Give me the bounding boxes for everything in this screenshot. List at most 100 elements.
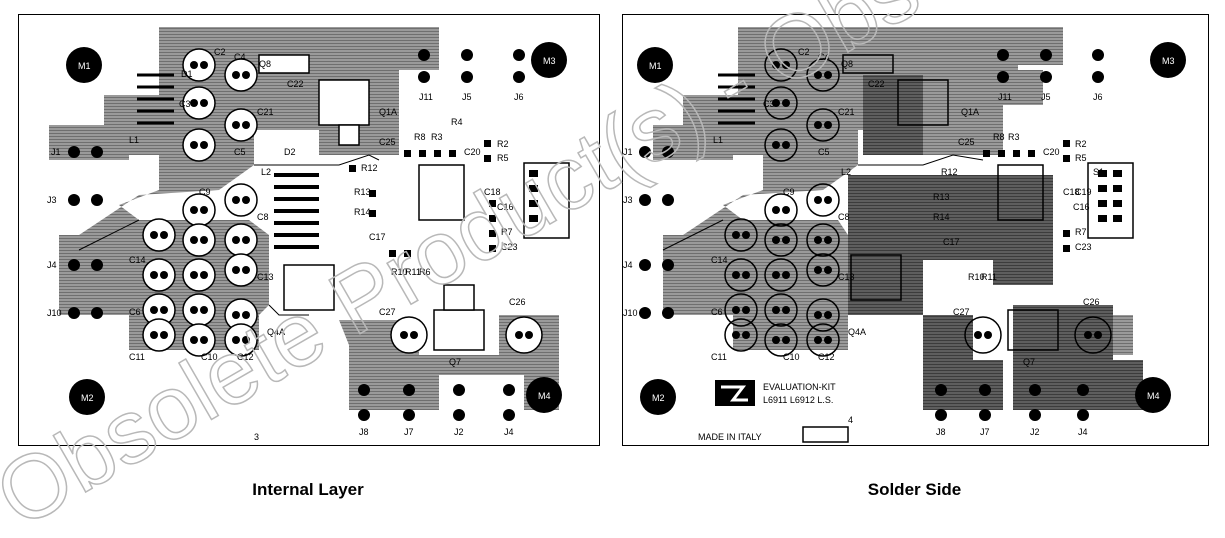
svg-text:C26: C26 [1083,297,1100,307]
connector-pads [639,49,1104,421]
svg-text:C12: C12 [818,352,835,362]
svg-text:M1: M1 [649,61,662,71]
svg-text:C23: C23 [1075,242,1092,252]
svg-text:J2: J2 [1030,427,1040,437]
svg-text:J4: J4 [504,427,514,437]
inductor-l2 [274,173,319,249]
svg-text:R4: R4 [451,117,463,127]
svg-text:L1: L1 [713,135,723,145]
svg-text:C17: C17 [369,232,386,242]
inductor-l1 [718,73,755,125]
svg-text:C18: C18 [484,187,501,197]
svg-text:C4: C4 [818,52,830,62]
svg-text:Q4A: Q4A [848,327,866,337]
svg-text:J4: J4 [47,260,57,270]
svg-text:R12: R12 [361,163,378,173]
svg-text:C12: C12 [237,352,254,362]
svg-text:R13: R13 [933,192,950,202]
svg-text:M2: M2 [652,393,665,403]
svg-text:R11: R11 [981,272,997,282]
svg-text:R2: R2 [1075,139,1087,149]
mount-hole-label: M1 [78,61,91,71]
svg-text:C4: C4 [234,52,246,62]
svg-text:R8: R8 [414,132,426,142]
capacitor-pads [150,61,533,344]
svg-text:C20: C20 [1043,147,1060,157]
component-labels: J1 J3 J4 J10 J11 J5 J6 J8 J7 J2 J4 C2 C3… [47,47,526,442]
svg-text:C8: C8 [257,212,269,222]
svg-text:R14: R14 [354,207,371,217]
svg-text:C3: C3 [179,99,191,109]
svg-text:C14: C14 [129,255,146,265]
svg-text:C22: C22 [868,79,885,89]
svg-text:C10: C10 [783,352,800,362]
svg-text:C20: C20 [464,147,481,157]
svg-text:Q7: Q7 [449,357,461,367]
svg-text:Q8: Q8 [841,59,853,69]
mount-hole-label: M2 [81,393,94,403]
svg-text:J2: J2 [454,427,464,437]
svg-text:C11: C11 [711,352,727,362]
svg-text:L2: L2 [261,167,271,177]
svg-text:R14: R14 [933,212,950,222]
mount-hole-label: M3 [543,56,556,66]
svg-text:Q1A: Q1A [961,107,979,117]
small-pads [983,140,1122,252]
svg-text:C17: C17 [943,237,960,247]
svg-text:C2: C2 [214,47,226,57]
svg-text:C19: C19 [1075,187,1092,197]
traces [662,154,984,251]
capacitor-footprints [142,48,543,357]
svg-text:C11: C11 [129,352,145,362]
svg-text:D2: D2 [284,147,296,157]
svg-text:MADE IN ITALY: MADE IN ITALY [698,432,762,442]
caption-internal-layer: Internal Layer [252,480,364,499]
svg-text:J4: J4 [1078,427,1088,437]
svg-text:Q4A: Q4A [267,327,285,337]
svg-text:C16: C16 [1073,202,1090,212]
svg-text:C9: C9 [199,187,211,197]
svg-text:J3: J3 [47,195,57,205]
svg-text:R12: R12 [941,167,958,177]
svg-text:J11: J11 [998,92,1012,102]
svg-text:R3: R3 [1008,132,1020,142]
svg-text:C13: C13 [838,272,855,282]
svg-text:R5: R5 [497,153,509,163]
svg-text:R10: R10 [968,272,985,282]
ic-outlines [258,54,570,351]
svg-text:Q1A: Q1A [379,107,397,117]
svg-text:C25: C25 [379,137,396,147]
svg-text:R11: R11 [405,267,421,277]
svg-text:C6: C6 [711,307,723,317]
svg-text:C2: C2 [798,47,810,57]
copper-pours [49,27,559,410]
svg-text:L2: L2 [841,167,851,177]
svg-text:J4: J4 [623,260,633,270]
svg-text:Q7: Q7 [1023,357,1035,367]
svg-text:4: 4 [848,415,853,425]
svg-text:C9: C9 [783,187,795,197]
svg-text:J6: J6 [1093,92,1103,102]
svg-text:C14: C14 [711,255,728,265]
svg-text:C3: C3 [763,99,775,109]
svg-text:J6: J6 [514,92,524,102]
silkscreen-text: EVALUATION-KIT L6911 L6912 L.S. MADE IN … [698,382,836,442]
svg-text:C26: C26 [509,297,526,307]
svg-text:J11: J11 [419,92,433,102]
solder-side-pcb: M1 M2 M3 M4 [623,27,1186,443]
svg-text:L1: L1 [129,135,139,145]
svg-text:C8: C8 [838,212,850,222]
svg-text:R8: R8 [993,132,1005,142]
solder-side-panel: M1 M2 M3 M4 [622,14,1209,446]
svg-text:R2: R2 [497,139,509,149]
svg-text:R5: R5 [1075,153,1087,163]
svg-text:J3: J3 [623,195,633,205]
internal-layer-panel: M1 M2 M3 M4 [18,14,600,446]
svg-text:J1: J1 [623,147,633,157]
svg-text:C25: C25 [958,137,975,147]
svg-text:C10: C10 [201,352,218,362]
caption-solder-side: Solder Side [867,480,962,499]
capacitor-footprints [724,48,1112,357]
svg-text:C6: C6 [129,307,141,317]
mount-holes: M1 M2 M3 M4 [637,42,1186,415]
